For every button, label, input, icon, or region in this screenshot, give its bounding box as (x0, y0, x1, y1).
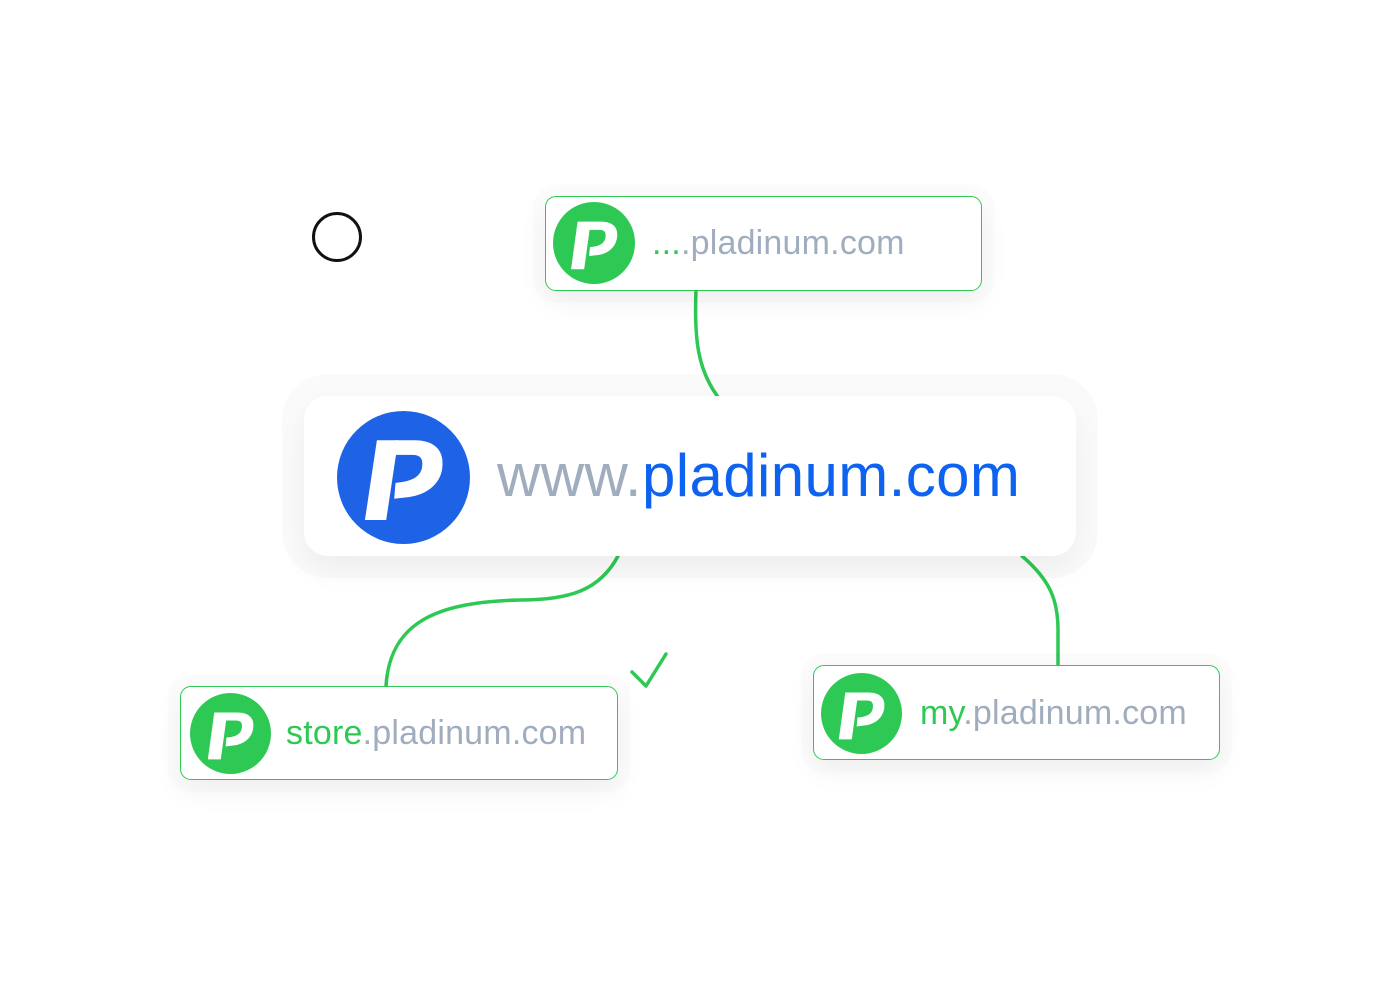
circle-cursor-icon (312, 212, 362, 262)
domain-label: my.pladinum.com (920, 693, 1187, 733)
subdomain-node-store[interactable]: store.pladinum.com (180, 686, 618, 780)
pladinum-logo-icon (553, 202, 635, 284)
domain-name: pladinum.com (641, 442, 1021, 509)
domain-suffix: .pladinum.com (680, 224, 905, 262)
main-domain-node[interactable]: www.pladinum.com (304, 396, 1076, 556)
domain-suffix: .pladinum.com (963, 694, 1187, 732)
subdomain-prefix: store (286, 714, 363, 752)
subdomain-node-my[interactable]: my.pladinum.com (813, 665, 1220, 760)
subdomain-node-wildcard[interactable]: ....pladinum.com (545, 196, 982, 291)
connector-main-to-store (384, 554, 620, 688)
pladinum-logo-icon (190, 693, 271, 774)
subdomain-prefix: ... (652, 224, 681, 262)
pladinum-logo-icon (821, 673, 902, 754)
domain-label: ....pladinum.com (652, 223, 905, 263)
domain-label: www.pladinum.com (497, 441, 1020, 511)
domain-suffix: .pladinum.com (362, 714, 587, 752)
connector-main-to-my (1020, 554, 1060, 667)
subdomain-prefix: my (920, 694, 964, 732)
subdomain-prefix: www. (497, 442, 642, 509)
domain-label: store.pladinum.com (286, 713, 586, 753)
check-icon (630, 652, 668, 688)
connector-wildcard-to-main (693, 288, 720, 399)
pladinum-logo-icon (337, 411, 470, 544)
